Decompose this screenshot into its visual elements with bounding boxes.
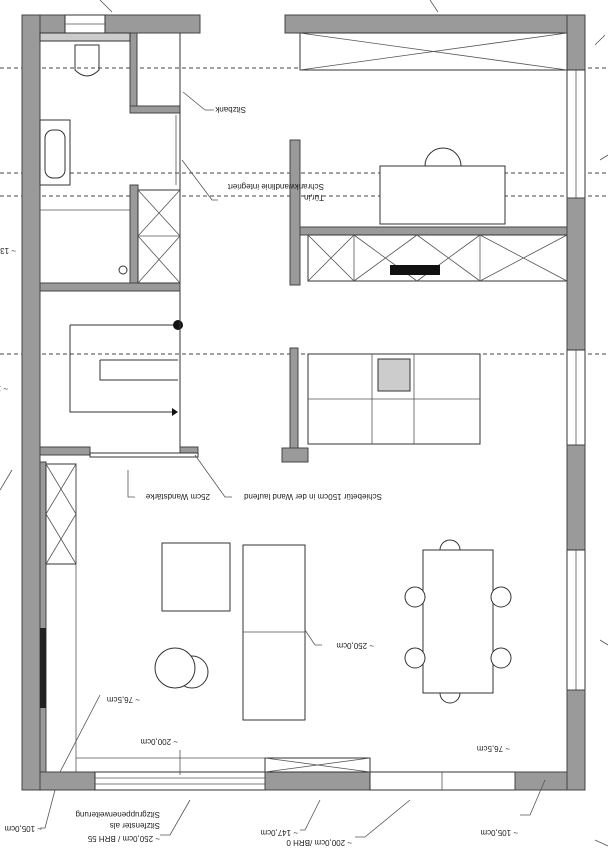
stairs [69,291,199,458]
bathroom [39,32,181,284]
label-sitzfenster: Sitzfenster als [110,821,160,830]
label-schrankwandlinie: Schrankwandlinie integriert [227,182,324,191]
label-tuer: Tür,in [304,193,324,202]
living-room [40,463,512,775]
label-right-105: ~ 105,0cm [480,828,518,837]
kitchen [307,234,568,445]
labels: Sitzbank Schrankwandlinie integriert Tür… [0,105,518,847]
label-sitzgruppe: Sitzgruppenerweiterung [76,810,161,819]
label-dim-76-left: ~ 76,5cm [107,695,140,704]
label-wandstaerke: 25cm Wandstärke [145,492,210,501]
label-dim-76-right: ~ 76,5cm [477,744,510,753]
outer-walls [21,14,586,791]
label-dim-147: ~ 147,0cm [260,828,298,837]
label-schiebetuer: Schiebetür 150cm in der Wand laufend [244,492,382,501]
label-window-200: ~ 200,0cm /BRH 0 [286,838,352,847]
section-lines [0,67,608,355]
label-left-105: ~ 105,0cm [4,824,42,833]
label-left-13: ~ 13 [0,246,16,255]
label-dim-200: ~ 200,0cm [140,737,178,746]
top-room [299,32,568,225]
label-sitzbank: Sitzbank [214,105,246,114]
label-window-250: ~ 250,0cm / BRH 55 [87,834,160,843]
interior-walls [39,32,568,773]
label-left-1: ~ 1 [0,384,8,393]
label-sofa-length: ~ 250,0cm [336,641,374,650]
